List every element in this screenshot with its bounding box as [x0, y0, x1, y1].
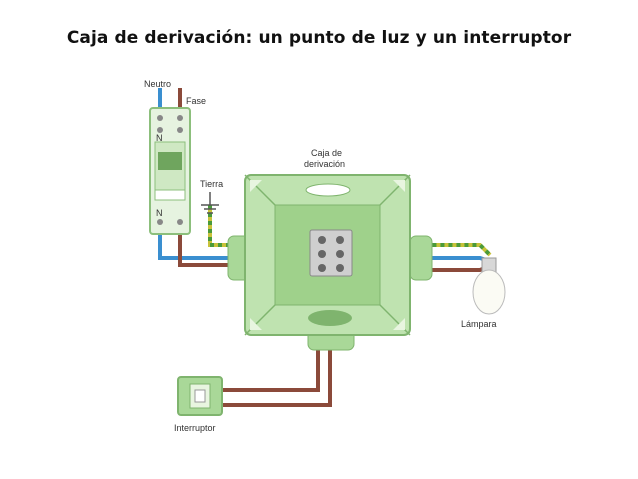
tierra-label: Tierra	[200, 179, 223, 189]
lampara-label: Lámpara	[461, 319, 497, 329]
page-title: Caja de derivación: un punto de luz y un…	[66, 28, 572, 48]
breaker: N N	[149, 107, 191, 235]
lamp	[472, 257, 506, 315]
caja-label-line1: Caja de	[311, 148, 342, 158]
switch	[177, 376, 223, 416]
junction-box	[227, 174, 433, 351]
breaker-bottom-label: N	[156, 208, 163, 218]
terminal-block	[309, 229, 353, 277]
neutro-label: Neutro	[144, 79, 171, 89]
fase-label: Fase	[186, 96, 206, 106]
caja-label-line2: derivación	[304, 159, 345, 169]
interruptor-label: Interruptor	[174, 423, 216, 433]
earth-symbol	[201, 192, 219, 214]
breaker-top-label: N	[156, 133, 163, 143]
